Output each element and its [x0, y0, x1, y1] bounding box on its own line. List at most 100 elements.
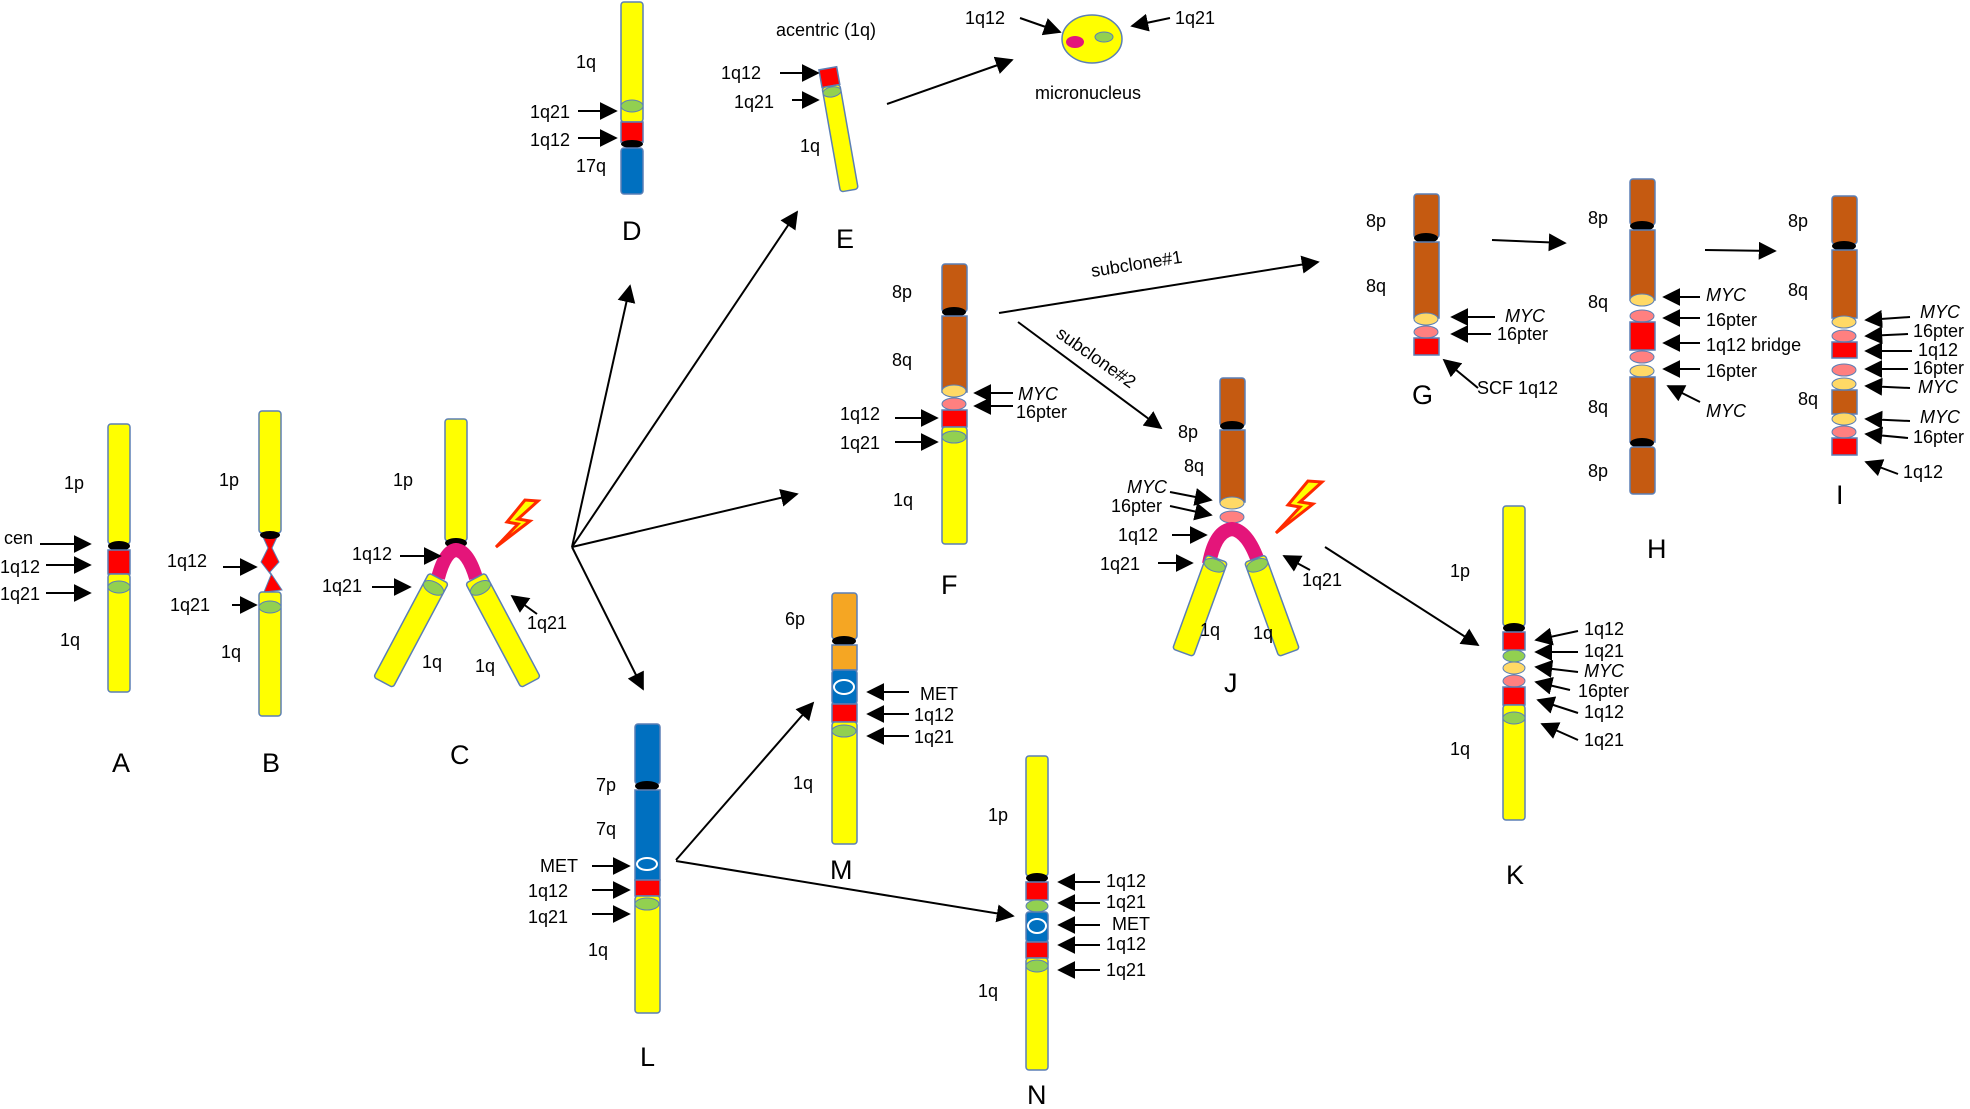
met-locus: [636, 857, 658, 871]
heterochromatin-1q12: [634, 879, 661, 897]
label-6p: 6p: [785, 609, 805, 629]
panel-f: 8p 8q MYC 16pter 1q12 1q21 1q F: [840, 263, 1067, 600]
panel-letter: I: [1836, 480, 1844, 510]
band-16pter: [1831, 363, 1857, 377]
band-myc: [1629, 364, 1655, 378]
arrow: [1442, 358, 1479, 389]
micronucleus-body: [1061, 14, 1123, 64]
centromere: [621, 140, 643, 148]
label-1q21: 1q21: [0, 584, 40, 604]
stretched-1q12: [260, 534, 283, 593]
label-subclone-1: subclone#1: [1089, 247, 1183, 281]
heterochromatin-1q12: [620, 121, 644, 143]
label-16pter: 16pter: [1111, 496, 1162, 516]
panel-c: 1p 1q12 1q21 1q21 1q 1q C: [322, 418, 567, 770]
chr1-q-arm-left: [373, 573, 449, 688]
label-16pter: 16pter: [1913, 427, 1964, 447]
label-1p: 1p: [1450, 561, 1470, 581]
label-16pter: 16pter: [1706, 310, 1757, 330]
chr1-q-arm: [258, 591, 282, 717]
arrow: [1534, 627, 1579, 646]
1q12-terminal: [1413, 337, 1440, 356]
centromere-bottom: [1630, 438, 1654, 448]
chr1-p-arm: [107, 423, 131, 545]
arrow-to-d: [571, 284, 636, 548]
band-16pter: [1629, 309, 1655, 323]
band-1q21: [1502, 711, 1526, 725]
label-8q: 8q: [1588, 397, 1608, 417]
chr6-p-arm: [831, 592, 858, 640]
label-8p: 8p: [1788, 211, 1808, 231]
chr6-q-arm: [831, 644, 858, 671]
band-1q21: [634, 897, 660, 911]
chr8-p-arm: [1219, 377, 1246, 427]
label-acentric: acentric (1q): [776, 20, 876, 40]
centromere: [635, 781, 659, 791]
panel-m: 6p MET 1q12 1q21 1q M: [785, 592, 958, 885]
arrow: [1019, 17, 1062, 36]
arrow: [1864, 326, 1909, 345]
label-met: MET: [1112, 914, 1150, 934]
chr8-q-arm: [1413, 241, 1440, 319]
label-1q: 1q: [978, 981, 998, 1001]
label-16pter: 16pter: [1913, 358, 1964, 378]
heterochromatin-1q12: [941, 409, 968, 428]
arrow-h-to-i: [1704, 241, 1777, 260]
label-8p: 8p: [1588, 208, 1608, 228]
label-1q12: 1q12: [1584, 619, 1624, 639]
panel-h: 8p 8q MYC 16pter 1q12 bridge 16pter MYC …: [1491, 178, 1801, 564]
panel-d: 1q 1q21 1q12 17q D: [530, 1, 644, 246]
band-16pter: [1219, 510, 1245, 524]
band-1q21: [422, 579, 445, 596]
label-1q12: 1q12: [167, 551, 207, 571]
label-1q12: 1q12: [914, 705, 954, 725]
band-1q21: [1203, 558, 1226, 573]
label-1q21: 1q21: [1584, 641, 1624, 661]
band-1q21: [258, 600, 282, 614]
centromere: [1026, 873, 1048, 883]
band-1q21: [831, 724, 857, 738]
acentric-1q-fragment: [821, 84, 859, 193]
band-16pter: [1831, 425, 1857, 439]
label-1q21: 1q21: [322, 576, 362, 596]
label-1q12: 1q12: [528, 881, 568, 901]
label-1q: 1q: [60, 630, 80, 650]
label-1q12: 1q12: [1584, 702, 1624, 722]
band-16pter: [1831, 329, 1857, 343]
arrow: [1864, 377, 1911, 396]
label-7p: 7p: [596, 775, 616, 795]
label-16pter: 16pter: [1497, 324, 1548, 344]
label-cen: cen: [4, 528, 33, 548]
label-1q12: 1q12: [1918, 340, 1958, 360]
chr1-p-arm: [1502, 505, 1526, 627]
chr1-q-arm: [941, 426, 968, 545]
label-1q21: 1q21: [1175, 8, 1215, 28]
label-8p: 8p: [892, 282, 912, 302]
label-1q12: 1q12: [1106, 871, 1146, 891]
panel-letter: L: [640, 1042, 655, 1072]
label-micronucleus: micronucleus: [1035, 83, 1141, 103]
chr1-p-arm: [258, 410, 282, 534]
label-1q21: 1q21: [914, 727, 954, 747]
chr8-q-arm: [1831, 249, 1858, 319]
band-1q21: [469, 579, 492, 596]
band-myc: [1502, 661, 1526, 675]
label-1q12: 1q12: [1106, 934, 1146, 954]
band-myc: [941, 384, 967, 398]
1q21-signal: [1094, 31, 1114, 43]
label-1p: 1p: [64, 473, 84, 493]
label-8q-bottom: 8q: [1798, 389, 1818, 409]
label-1q-left: 1q: [1200, 620, 1220, 640]
arrows-from-c: [571, 210, 799, 691]
label-1q21-right: 1q21: [1302, 570, 1342, 590]
centromere-top: [1630, 221, 1654, 231]
label-16pter: 16pter: [1913, 321, 1964, 341]
arrow: [1282, 555, 1311, 572]
arrow: [1169, 488, 1213, 506]
label-17q: 17q: [576, 156, 606, 176]
label-myc: MYC: [1918, 377, 1959, 397]
band-1q21: [1246, 558, 1269, 573]
panel-k: 1p 1q 1q12 1q21 MYC 16pter 1q12 1q21 K: [1450, 505, 1629, 890]
band-myc: [1219, 496, 1245, 510]
panel-letter: F: [941, 570, 958, 600]
